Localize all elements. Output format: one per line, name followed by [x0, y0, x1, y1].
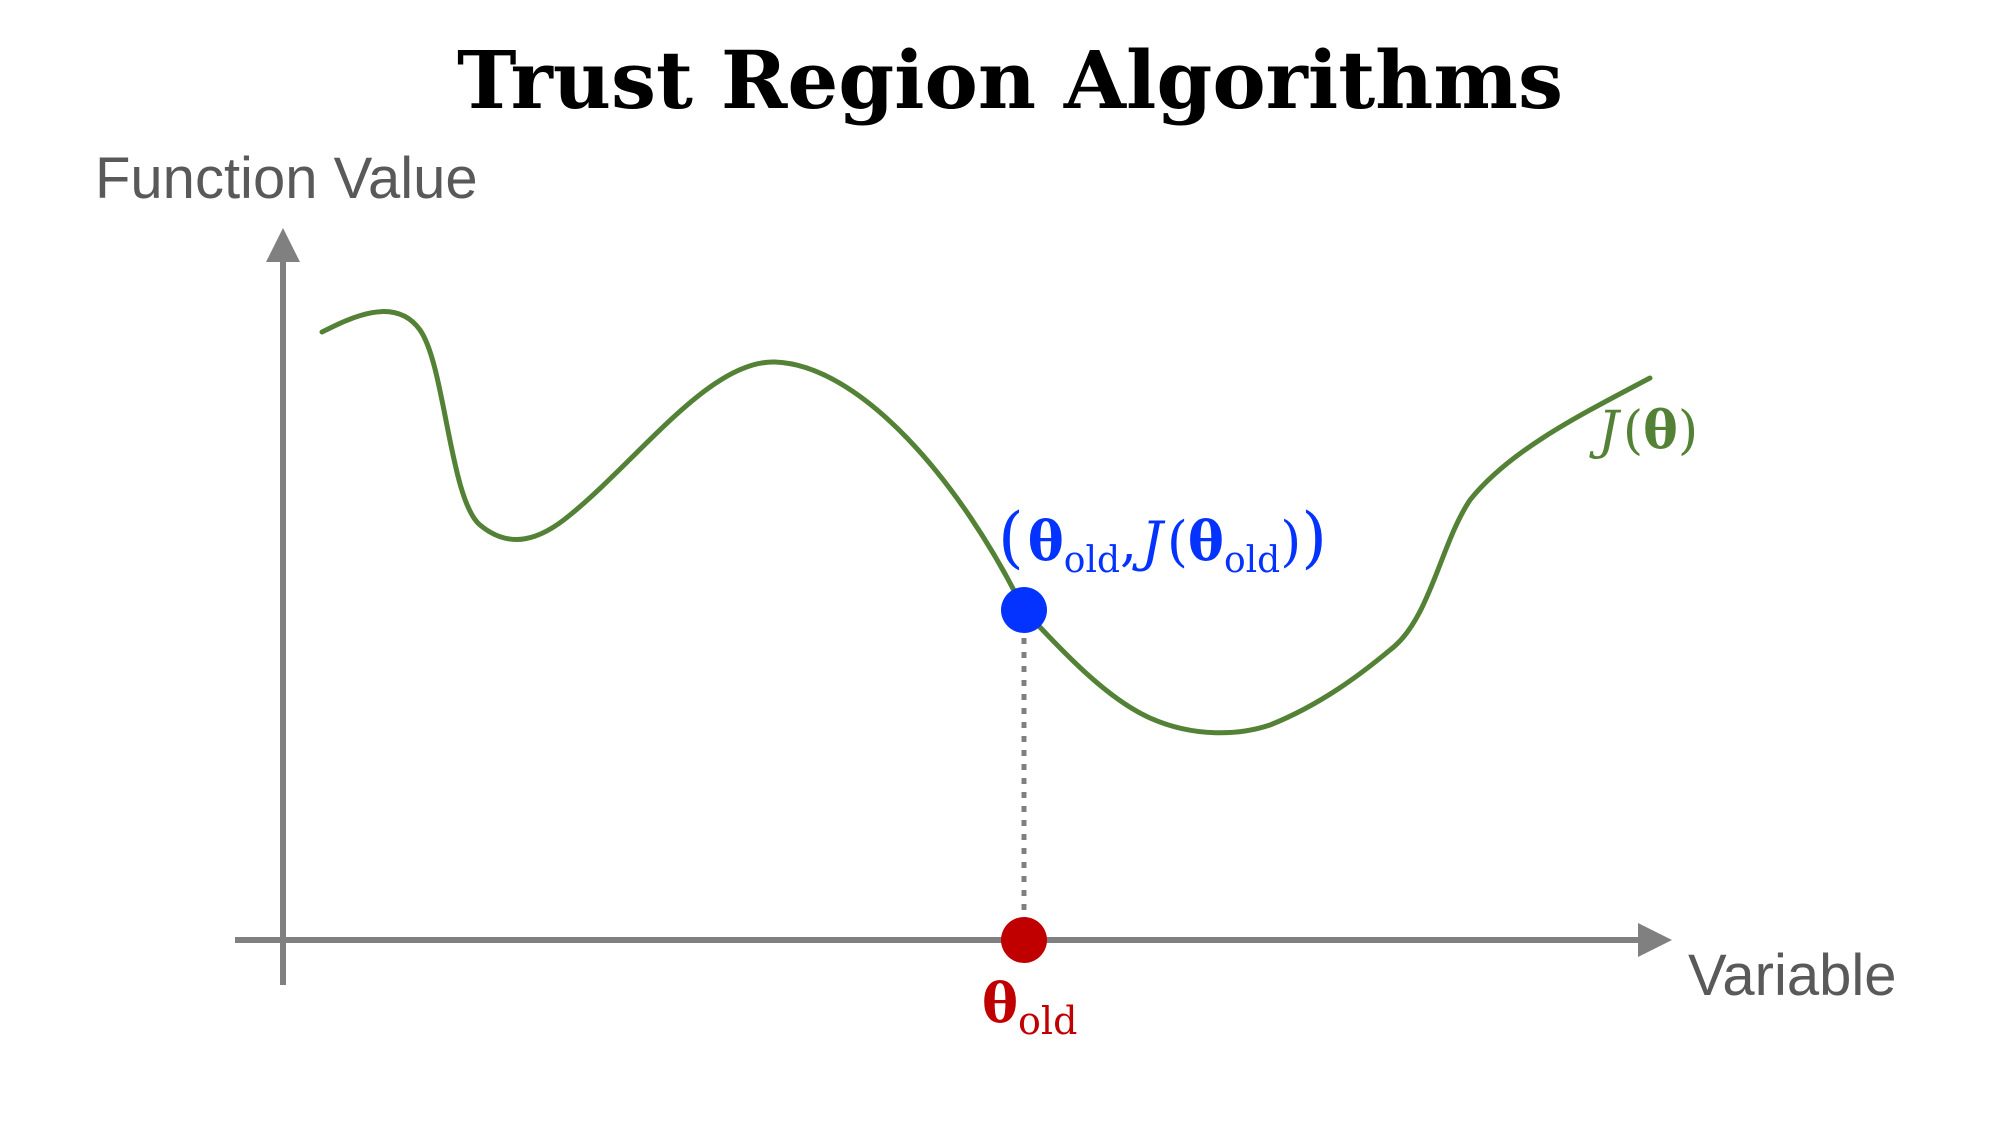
- current-point-inner-close: ): [1280, 510, 1301, 573]
- current-point-open-paren: (: [998, 499, 1024, 576]
- diagram-title: Trust Region Algorithms: [457, 33, 1563, 127]
- theta-old-sub: old: [1018, 999, 1077, 1043]
- current-point-marker: [1001, 587, 1047, 633]
- current-point-inner-open: (: [1167, 510, 1188, 573]
- x-axis-label: Variable: [1688, 943, 1897, 1008]
- current-point-theta-sub: old: [1064, 540, 1120, 581]
- current-point-inner-sub: old: [1224, 540, 1280, 581]
- current-point-close-paren: ): [1301, 499, 1327, 576]
- y-axis-label: Function Value: [95, 146, 478, 211]
- curve-label: J(θ): [1589, 400, 1698, 461]
- theta-old-marker: [1001, 917, 1047, 963]
- current-point-theta: θ: [1028, 509, 1064, 573]
- theta-old-label: θold: [982, 971, 1077, 1043]
- curve-label-var: θ: [1643, 400, 1678, 461]
- objective-curve: [319, 309, 1653, 736]
- current-point-comma: ,: [1120, 510, 1137, 573]
- x-axis-arrowhead: [1638, 923, 1672, 957]
- theta-old-symbol: θ: [982, 971, 1018, 1035]
- y-axis-arrowhead: [266, 228, 300, 262]
- curve-label-open: (: [1623, 401, 1643, 461]
- current-point-inner-theta: θ: [1188, 509, 1224, 573]
- curve-label-close: ): [1678, 401, 1698, 461]
- current-point-label: (θold,J(θold)): [998, 499, 1327, 581]
